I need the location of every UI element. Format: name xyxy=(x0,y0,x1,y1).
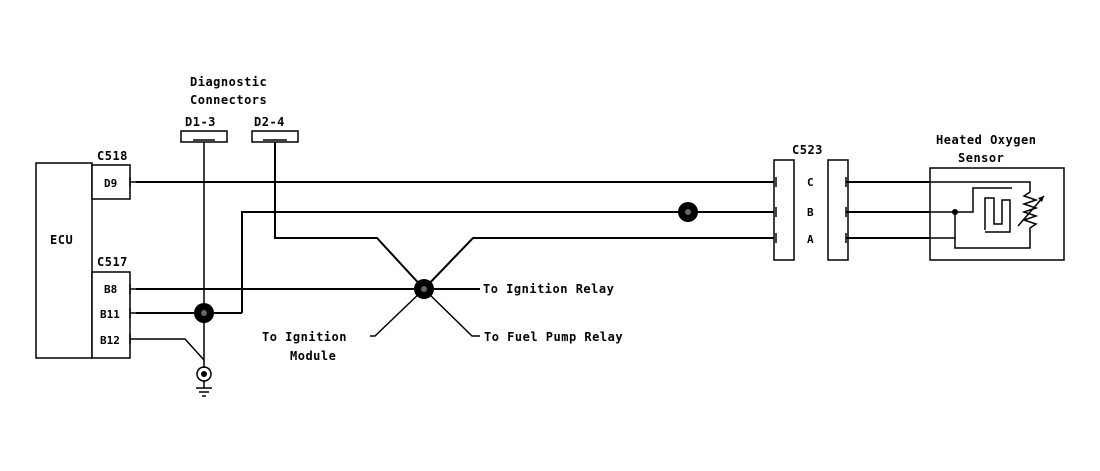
pin-a-label: A xyxy=(807,233,814,246)
wire-b11-to-b xyxy=(241,211,776,313)
sensor-box xyxy=(929,167,1065,261)
connector-c517-label: C517 xyxy=(97,255,128,269)
ecu-block: ECU xyxy=(35,162,93,359)
pin-b12-label: B12 xyxy=(100,334,120,347)
diagnostic-connectors: Diagnostic Connectors D1-3 D2-4 xyxy=(180,75,299,143)
pin-b-label: B xyxy=(807,206,814,219)
wire-junction-to-a xyxy=(423,237,776,290)
heated-oxygen-sensor: Heated Oxygen Sensor xyxy=(929,133,1065,261)
connector-c523-label: C523 xyxy=(792,143,823,157)
wire-junction-ignition-module xyxy=(370,288,425,337)
label-ignition-module-line1: To Ignition xyxy=(262,330,347,344)
pin-c-label: C xyxy=(807,176,814,189)
wire-b12-to-ground xyxy=(136,338,205,361)
sensor-wires xyxy=(846,181,930,239)
diagnostic-title-line1: Diagnostic xyxy=(190,75,267,89)
connector-c523-left xyxy=(773,159,795,261)
ecu-pin-terminals xyxy=(129,177,136,344)
connector-c523: C523 C B A xyxy=(773,143,849,261)
connector-c518-box xyxy=(91,164,131,200)
connector-c517-box xyxy=(91,271,131,359)
ground-icon xyxy=(196,366,212,397)
label-ignition-module-line2: Module xyxy=(290,349,336,363)
splices xyxy=(194,202,698,323)
connector-c518: C518 D9 xyxy=(91,149,131,200)
heater-element-icon xyxy=(984,197,1011,233)
diagnostic-title-line2: Connectors xyxy=(190,93,267,107)
sensor-title-line1: Heated Oxygen xyxy=(936,133,1036,147)
wires xyxy=(136,142,776,368)
connector-c517: C517 B8 B11 B12 xyxy=(91,255,131,359)
connector-c523-right xyxy=(827,159,849,261)
sensor-title-line2: Sensor xyxy=(958,151,1004,165)
destination-labels: To Ignition Relay To Fuel Pump Relay To … xyxy=(262,282,623,363)
label-fuel-pump-relay: To Fuel Pump Relay xyxy=(484,330,623,344)
wire-d2-to-junction xyxy=(274,142,425,290)
diagnostic-d1-label: D1-3 xyxy=(185,115,216,129)
diagnostic-d2-label: D2-4 xyxy=(254,115,285,129)
sensor-element-icon xyxy=(1021,191,1039,232)
ecu-box xyxy=(35,162,93,359)
pin-b8-label: B8 xyxy=(104,283,117,296)
label-ignition-relay: To Ignition Relay xyxy=(483,282,614,296)
wire-junction-fuel-pump xyxy=(423,288,480,337)
connector-c518-label: C518 xyxy=(97,149,128,163)
ecu-label: ECU xyxy=(50,233,73,247)
pin-d9-label: D9 xyxy=(104,177,117,190)
pin-b11-label: B11 xyxy=(100,308,120,321)
